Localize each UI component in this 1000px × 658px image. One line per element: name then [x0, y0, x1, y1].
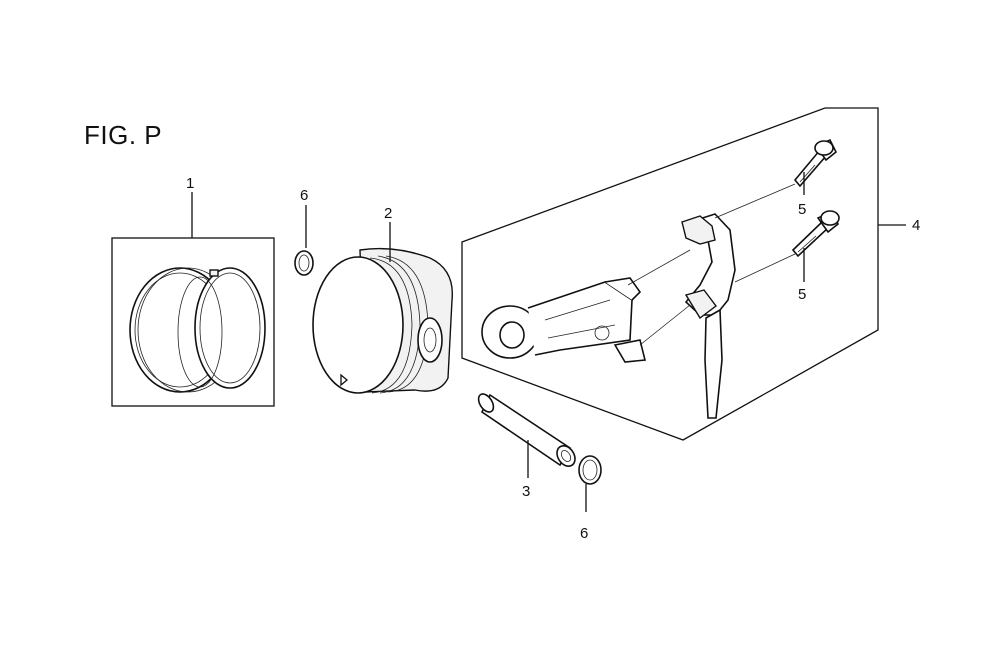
ring-set-box [111, 237, 275, 407]
rod-assembly-box [461, 107, 879, 441]
figure-title: FIG. P [84, 120, 163, 150]
callout-4: 4 [912, 217, 920, 234]
piston-pin [477, 393, 576, 468]
callout-6-upper: 6 [300, 187, 308, 204]
callout-3: 3 [522, 483, 530, 500]
callout-6-lower: 6 [580, 525, 588, 542]
cap-bolt-lower [791, 210, 840, 258]
pin-clip-lower [578, 455, 602, 485]
connecting-rod-assembly [461, 107, 879, 441]
piston [312, 247, 454, 394]
callout-5-lower: 5 [798, 286, 806, 303]
piston-ring-set [111, 237, 275, 407]
callout-2: 2 [384, 205, 392, 222]
callout-5-upper: 5 [798, 201, 806, 218]
pin-clip-upper [294, 250, 314, 276]
callout-1: 1 [186, 175, 194, 192]
cap-bolt-upper [793, 138, 838, 188]
